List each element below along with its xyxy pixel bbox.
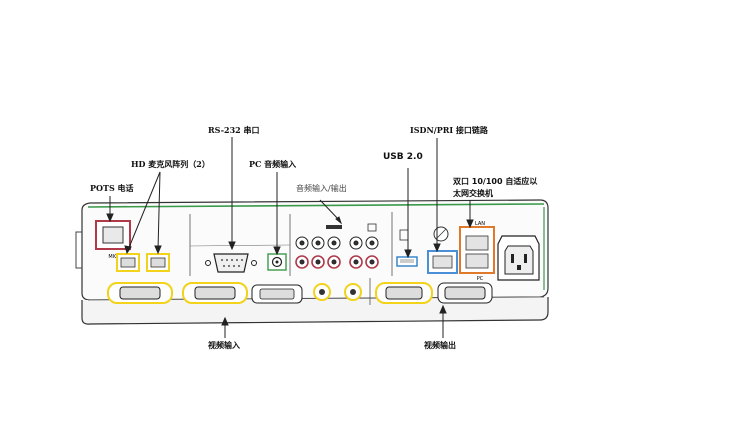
power-inlet	[497, 235, 540, 281]
isdn-label: ISDN/PRI 接口链路	[410, 125, 488, 135]
pc-audio-jack	[267, 253, 287, 271]
callout-lines	[106, 137, 474, 338]
audio-rca-cluster	[295, 223, 379, 269]
hd-mic-label: HD 麦克风阵列（2）	[131, 159, 210, 169]
ethernet-label-line2: 太网交换机	[453, 189, 493, 198]
mic-mark: MIC	[108, 254, 118, 260]
audio-io-label: 音频输入/输出	[296, 184, 347, 193]
ethernet-label-line1: 双口 10/100 自适应以	[453, 177, 538, 186]
video-in-connectors	[107, 282, 362, 304]
ethernet-ports: LAN PC	[459, 221, 495, 282]
lan-mark: LAN	[475, 221, 485, 227]
rs232-port	[205, 253, 257, 273]
pots-label: POTS 电话	[90, 183, 134, 193]
video-out-label: 视频输出	[424, 341, 456, 350]
pc-mark: PC	[477, 276, 484, 282]
usb-label: USB 2.0	[383, 152, 423, 162]
rs232-label: RS-232 串口	[208, 125, 260, 135]
green-edge-top	[87, 203, 545, 208]
video-in-label: 视频输入	[208, 341, 240, 350]
video-out-connectors	[375, 282, 493, 304]
pc-audio-label: PC 音频输入	[249, 159, 297, 169]
pots-port: MIC	[95, 220, 131, 260]
